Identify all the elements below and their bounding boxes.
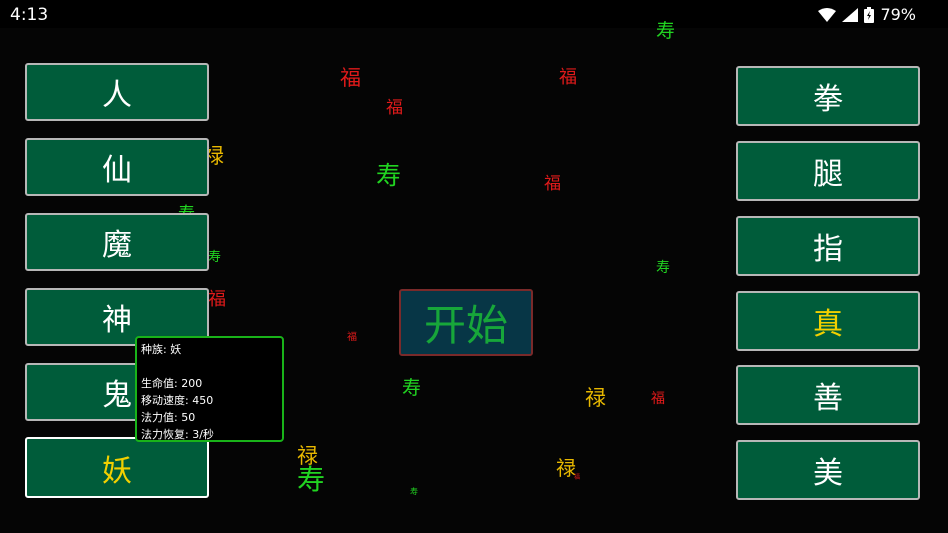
skill-button-leg[interactable]: 腿 — [736, 141, 920, 201]
floating-shou: 寿 — [656, 260, 670, 276]
skill-button-goodness[interactable]: 善 — [736, 365, 920, 425]
start-button[interactable]: 开始 — [399, 289, 533, 356]
floating-shou: 寿 — [376, 161, 402, 190]
status-icons: 79% — [818, 5, 916, 24]
wifi-icon — [818, 7, 837, 22]
info-regen: 法力恢复: 3/秒 — [141, 428, 214, 441]
floating-shou: 寿 — [402, 377, 422, 399]
race-button-yao[interactable]: 妖 — [25, 437, 209, 498]
floating-shou: 寿 — [208, 250, 222, 265]
info-spacer — [141, 358, 278, 375]
floating-fu: 福 — [208, 289, 226, 310]
floating-lu: 禄 — [585, 386, 606, 410]
floating-fu: 福 — [347, 332, 357, 343]
floating-fu: 福 — [544, 174, 561, 194]
info-hp: 生命值: 200 — [141, 377, 203, 390]
race-button-human[interactable]: 人 — [25, 63, 209, 121]
floating-fu: 福 — [386, 98, 403, 118]
floating-fu: 福 — [651, 391, 665, 407]
battery-icon — [864, 6, 875, 23]
floating-fu: 福 — [340, 66, 361, 90]
floating-fu: 福 — [574, 474, 581, 481]
skill-button-truth[interactable]: 真 — [736, 291, 920, 351]
info-speed: 移动速度: 450 — [141, 394, 214, 407]
race-info-panel: 种族: 妖 生命值: 200 移动速度: 450 法力值: 50 法力恢复: 3… — [135, 336, 284, 442]
info-race: 种族: 妖 — [141, 343, 182, 356]
race-button-demon[interactable]: 魔 — [25, 213, 209, 271]
battery-percent: 79% — [880, 5, 916, 24]
info-mana: 法力值: 50 — [141, 411, 196, 424]
status-time: 4:13 — [10, 5, 49, 25]
floating-fu: 福 — [559, 67, 577, 88]
floating-shou: 寿 — [410, 487, 418, 496]
race-button-immortal[interactable]: 仙 — [25, 138, 209, 196]
skill-button-finger[interactable]: 指 — [736, 216, 920, 276]
status-bar: 4:13 79% — [0, 0, 948, 28]
floating-shou: 寿 — [297, 463, 326, 496]
floating-shou: 寿 — [656, 20, 676, 42]
skill-button-beauty[interactable]: 美 — [736, 440, 920, 500]
signal-icon — [842, 7, 859, 22]
floating-lu: 禄 — [297, 444, 318, 468]
skill-button-fist[interactable]: 拳 — [736, 66, 920, 126]
floating-lu: 禄 — [556, 456, 576, 480]
